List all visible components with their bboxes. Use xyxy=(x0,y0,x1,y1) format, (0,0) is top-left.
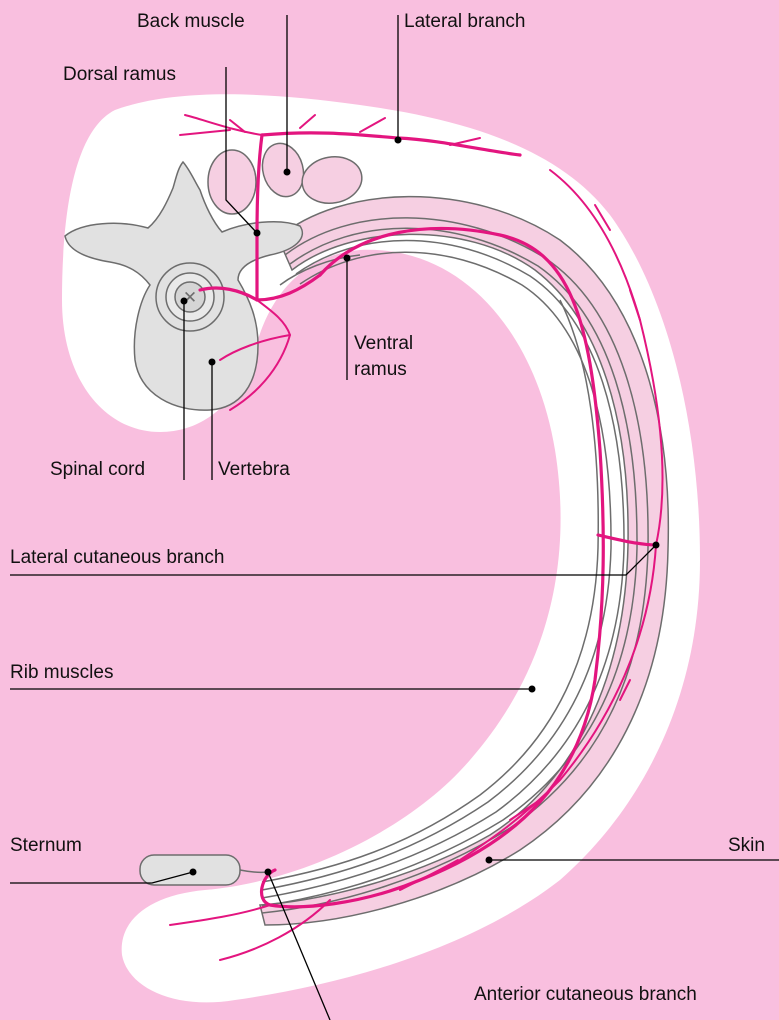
label-rib-muscles: Rib muscles xyxy=(10,662,113,684)
label-lateral-branch: Lateral branch xyxy=(404,11,525,33)
back-muscle-1 xyxy=(208,150,256,214)
label-anterior-cutaneous-branch: Anterior cutaneous branch xyxy=(474,984,697,1006)
dot-rib-muscles xyxy=(529,686,536,693)
dot-spinal-cord xyxy=(181,298,188,305)
label-skin: Skin xyxy=(728,835,765,857)
label-sternum: Sternum xyxy=(10,835,82,857)
dot-anterior-cutaneous xyxy=(265,869,272,876)
dot-lateral-cutaneous xyxy=(653,542,660,549)
label-back-muscle: Back muscle xyxy=(137,11,245,33)
dot-back-muscle xyxy=(284,169,291,176)
dot-vertebra xyxy=(209,359,216,366)
dot-skin xyxy=(486,857,493,864)
label-lateral-cutaneous-branch: Lateral cutaneous branch xyxy=(10,547,224,569)
label-spinal-cord: Spinal cord xyxy=(50,459,145,481)
label-dorsal-ramus: Dorsal ramus xyxy=(63,64,176,86)
label-ventral-ramus: Ventral ramus xyxy=(354,331,413,383)
costal-cartilage xyxy=(240,870,268,872)
label-vertebra: Vertebra xyxy=(218,459,290,481)
sternum xyxy=(140,855,240,885)
dot-ventral-ramus xyxy=(344,255,351,262)
dot-lateral-branch xyxy=(395,137,402,144)
dot-dorsal-ramus xyxy=(254,230,261,237)
dot-sternum xyxy=(190,869,197,876)
